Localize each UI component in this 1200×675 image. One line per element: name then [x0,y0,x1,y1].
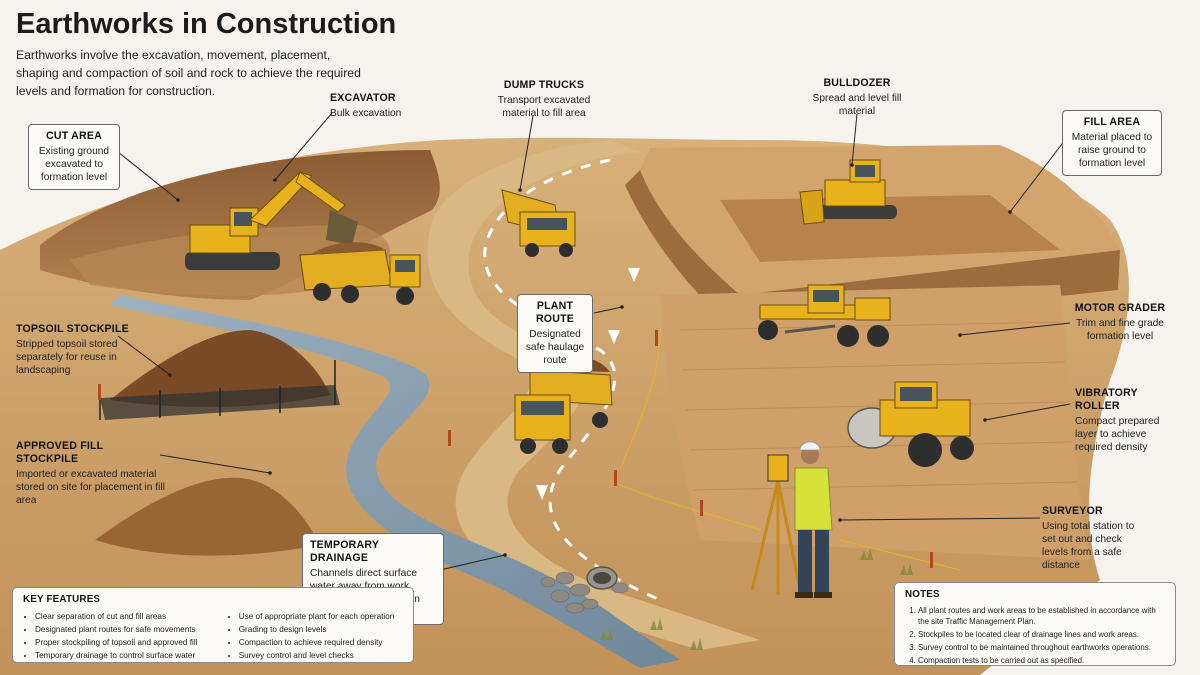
key-features-heading: KEY FEATURES [23,594,101,605]
label-text: Bulk excavation [330,108,402,119]
list-item: Designated plant routes for safe movemen… [35,623,227,636]
key-features-col1: Clear separation of cut and fill areas D… [23,610,227,662]
list-item: Clear separation of cut and fill areas [35,610,227,623]
label-heading: DUMP TRUCKS [503,79,585,91]
label-heading: TEMPORARY DRAINAGE [310,539,379,564]
notes-list: All plant routes and work areas to be es… [905,605,1165,666]
label-topsoil-stockpile: TOPSOIL STOCKPILE Stripped topsoil store… [16,323,141,377]
label-text: Designated safe haulage route [525,329,585,366]
label-fill-area: FILL AREA Material placed to raise groun… [1062,110,1162,176]
motor-grader-illustration [758,284,891,347]
label-heading: MOTOR GRADER [1074,302,1166,314]
label-dump-trucks: DUMP TRUCKS Transport excavated material… [488,79,600,120]
key-features-col2: Use of appropriate plant for each operat… [227,610,403,662]
list-item: Temporary drainage to control surface wa… [35,649,227,662]
plant-route-markings [483,158,661,602]
label-text: Existing ground excavated to formation l… [38,146,110,183]
list-item: Survey control and level checks [239,649,403,662]
label-vibratory-roller: VIBRATORY ROLLER Compact prepared layer … [1075,387,1175,454]
label-heading: VIBRATORY ROLLER [1075,387,1138,412]
label-plant-route: PLANT ROUTE Designated safe haulage rout… [517,294,593,373]
label-text: Trim and fine grade formation level [1076,318,1164,342]
list-item: Grading to design levels [239,623,403,636]
label-surveyor: SURVEYOR Using total station to set out … [1042,505,1138,572]
label-heading: PLANT ROUTE [535,300,575,325]
drainage-channel [110,295,680,668]
label-heading: EXCAVATOR [330,92,396,104]
label-heading: TOPSOIL STOCKPILE [16,323,129,335]
list-item: All plant routes and work areas to be es… [918,605,1165,627]
label-heading: FILL AREA [1083,116,1141,128]
bulldozer-illustration [799,159,897,225]
vibratory-roller-illustration [847,381,974,467]
route-arrow-2 [608,330,620,344]
dump-truck-1 [299,242,421,305]
approved-fill-stockpile [95,477,320,556]
intro-text: Earthworks involve the excavation, movem… [16,48,361,98]
label-heading: CUT AREA [46,130,102,142]
list-item: Proper stockpiling of topsoil and approv… [35,636,227,649]
label-text: Material placed to raise ground to forma… [1071,132,1153,169]
list-item: Use of appropriate plant for each operat… [239,610,403,623]
haul-road [427,140,760,650]
label-excavator: EXCAVATOR Bulk excavation [330,92,440,120]
route-arrow-3 [536,485,548,500]
label-heading: APPROVED FILL STOCKPILE [16,440,104,465]
route-arrow-1 [628,268,640,282]
page-title: Earthworks in Construction [16,8,397,40]
list-item: Stockpiles to be located clear of draina… [918,629,1165,640]
dump-truck-3 [514,356,613,454]
label-heading: BULLDOZER [823,77,891,89]
label-text: Spread and level fill material [812,93,902,117]
notes-panel: NOTES All plant routes and work areas to… [894,582,1176,666]
dump-truck-2 [501,189,576,257]
notes-heading: NOTES [905,589,940,600]
label-text: Imported or excavated material stored on… [16,469,165,506]
surveyor-illustration [750,441,833,598]
list-item: Survey control to be maintained througho… [918,642,1165,653]
excavator-illustration [185,171,358,270]
label-text: Using total station to set out and check… [1042,521,1135,571]
label-cut-area: CUT AREA Existing ground excavated to fo… [28,124,120,190]
label-text: Transport excavated material to fill are… [497,95,591,119]
label-approved-fill-stockpile: APPROVED FILL STOCKPILE Imported or exca… [16,440,166,507]
label-motor-grader: MOTOR GRADER Trim and fine grade formati… [1070,302,1170,343]
list-item: Compaction tests to be carried out as sp… [918,655,1165,666]
key-features-panel: KEY FEATURES Clear separation of cut and… [12,587,414,663]
label-text: Stripped topsoil stored separately for r… [16,339,118,376]
list-item: Compaction to achieve required density [239,636,403,649]
label-heading: SURVEYOR [1042,505,1103,517]
label-bulldozer: BULLDOZER Spread and level fill material [808,77,906,118]
topsoil-stockpile [110,330,330,407]
label-text: Compact prepared layer to achieve requir… [1075,416,1160,453]
